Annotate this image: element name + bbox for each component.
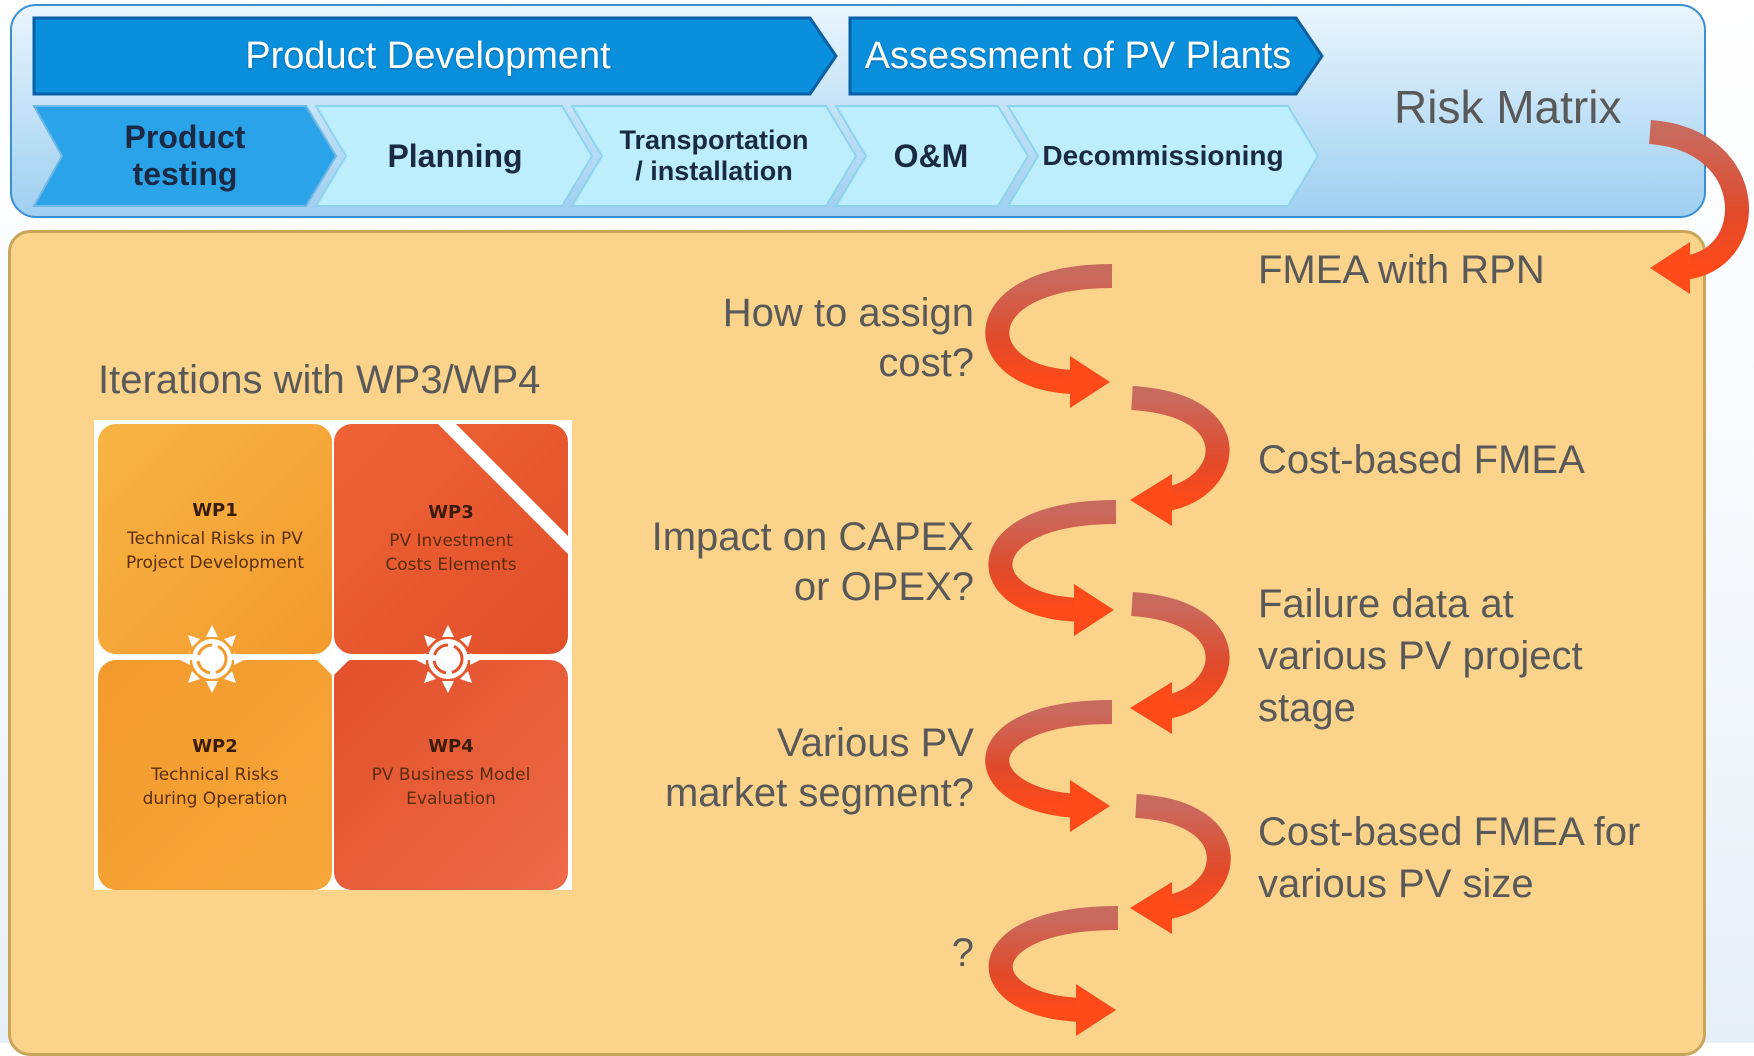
stage-label-planning: Planning	[387, 137, 523, 174]
question-unknown: ?	[951, 931, 974, 975]
phase-label-assessment: Assessment of PV Plants	[864, 34, 1292, 77]
wp3-cell: WP3 PV Investment Costs Elements	[334, 424, 568, 654]
wp4-id: WP4	[428, 736, 474, 757]
curved-arrow-icon	[1135, 794, 1231, 920]
work-package-grid: WP1 Technical Risks in PV Project Develo…	[94, 420, 572, 890]
risk-matrix-label: Risk Matrix	[1394, 81, 1622, 133]
question-assign-cost: How to assign cost?	[722, 291, 974, 385]
step-failure-data: Failure data at various PV project stage	[1258, 582, 1583, 730]
center-diamond	[316, 642, 350, 676]
arrowhead-icon	[1130, 682, 1172, 734]
sun-cycle-icon	[178, 625, 246, 693]
arrowhead-icon	[1130, 474, 1172, 526]
stage-chevron-transportation	[570, 105, 858, 207]
arrowhead-icon	[1130, 882, 1172, 934]
curved-arrow-icon	[1648, 120, 1749, 280]
stage-label-om: O&M	[893, 137, 969, 174]
stage-label-decommissioning: Decommissioning	[1042, 139, 1284, 171]
phase-arrows	[32, 16, 1324, 207]
phase-arrow-product-development	[32, 16, 838, 96]
wp1-description: Technical Risks in PV Project Developmen…	[125, 529, 304, 573]
wp4-description: PV Business Model Evaluation	[371, 765, 531, 809]
curved-arrow-icon	[988, 500, 1117, 622]
curved-arrow-icon	[985, 700, 1113, 818]
wp2-cell: WP2 Technical Risks during Operation	[98, 660, 332, 890]
question-capex-opex: Impact on CAPEX or OPEX?	[651, 515, 974, 609]
step-cost-based-fmea: Cost-based FMEA	[1258, 438, 1585, 482]
iterations-label: Iterations with WP3/WP4	[98, 358, 541, 402]
question-market-segment: Various PV market segment?	[664, 721, 974, 815]
arrowhead-icon	[1070, 780, 1110, 832]
arrowhead-icon	[1074, 584, 1114, 636]
wp3-id: WP3	[428, 502, 474, 523]
corner-stripe	[434, 420, 572, 558]
wp2-description: Technical Risks during Operation	[142, 765, 288, 809]
sun-cycle-icon	[414, 625, 482, 693]
stage-chevron-planning	[314, 105, 594, 207]
wp4-cell: WP4 PV Business Model Evaluation	[334, 660, 568, 890]
phase-arrow-assessment	[848, 16, 1324, 96]
phase-label-product-development: Product Development	[245, 34, 611, 77]
stage-label-product-testing: Product testing	[124, 119, 246, 192]
wp3-description: PV Investment Costs Elements	[385, 531, 517, 575]
stage-chevron-product-testing	[32, 105, 338, 207]
wp1-id: WP1	[192, 500, 238, 521]
step-fmea-rpn: FMEA with RPN	[1258, 248, 1545, 292]
stage-chevron-decommissioning	[1006, 105, 1320, 207]
stage-label-transportation: Transportation / installation	[619, 124, 809, 186]
arrowhead-icon	[1076, 984, 1116, 1036]
wp2-id: WP2	[192, 736, 238, 757]
curved-arrow-icon	[985, 264, 1113, 394]
curved-arrow-icon	[1130, 592, 1230, 720]
step-cost-based-fmea-size: Cost-based FMEA for various PV size	[1258, 810, 1641, 906]
curved-arrow-icon	[1131, 386, 1230, 512]
curved-arrow-icon	[988, 906, 1119, 1022]
arrowhead-icon	[1650, 242, 1690, 294]
stage-chevron-om	[834, 105, 1030, 207]
wp1-cell: WP1 Technical Risks in PV Project Develo…	[98, 424, 332, 654]
arrowhead-icon	[1070, 356, 1110, 408]
